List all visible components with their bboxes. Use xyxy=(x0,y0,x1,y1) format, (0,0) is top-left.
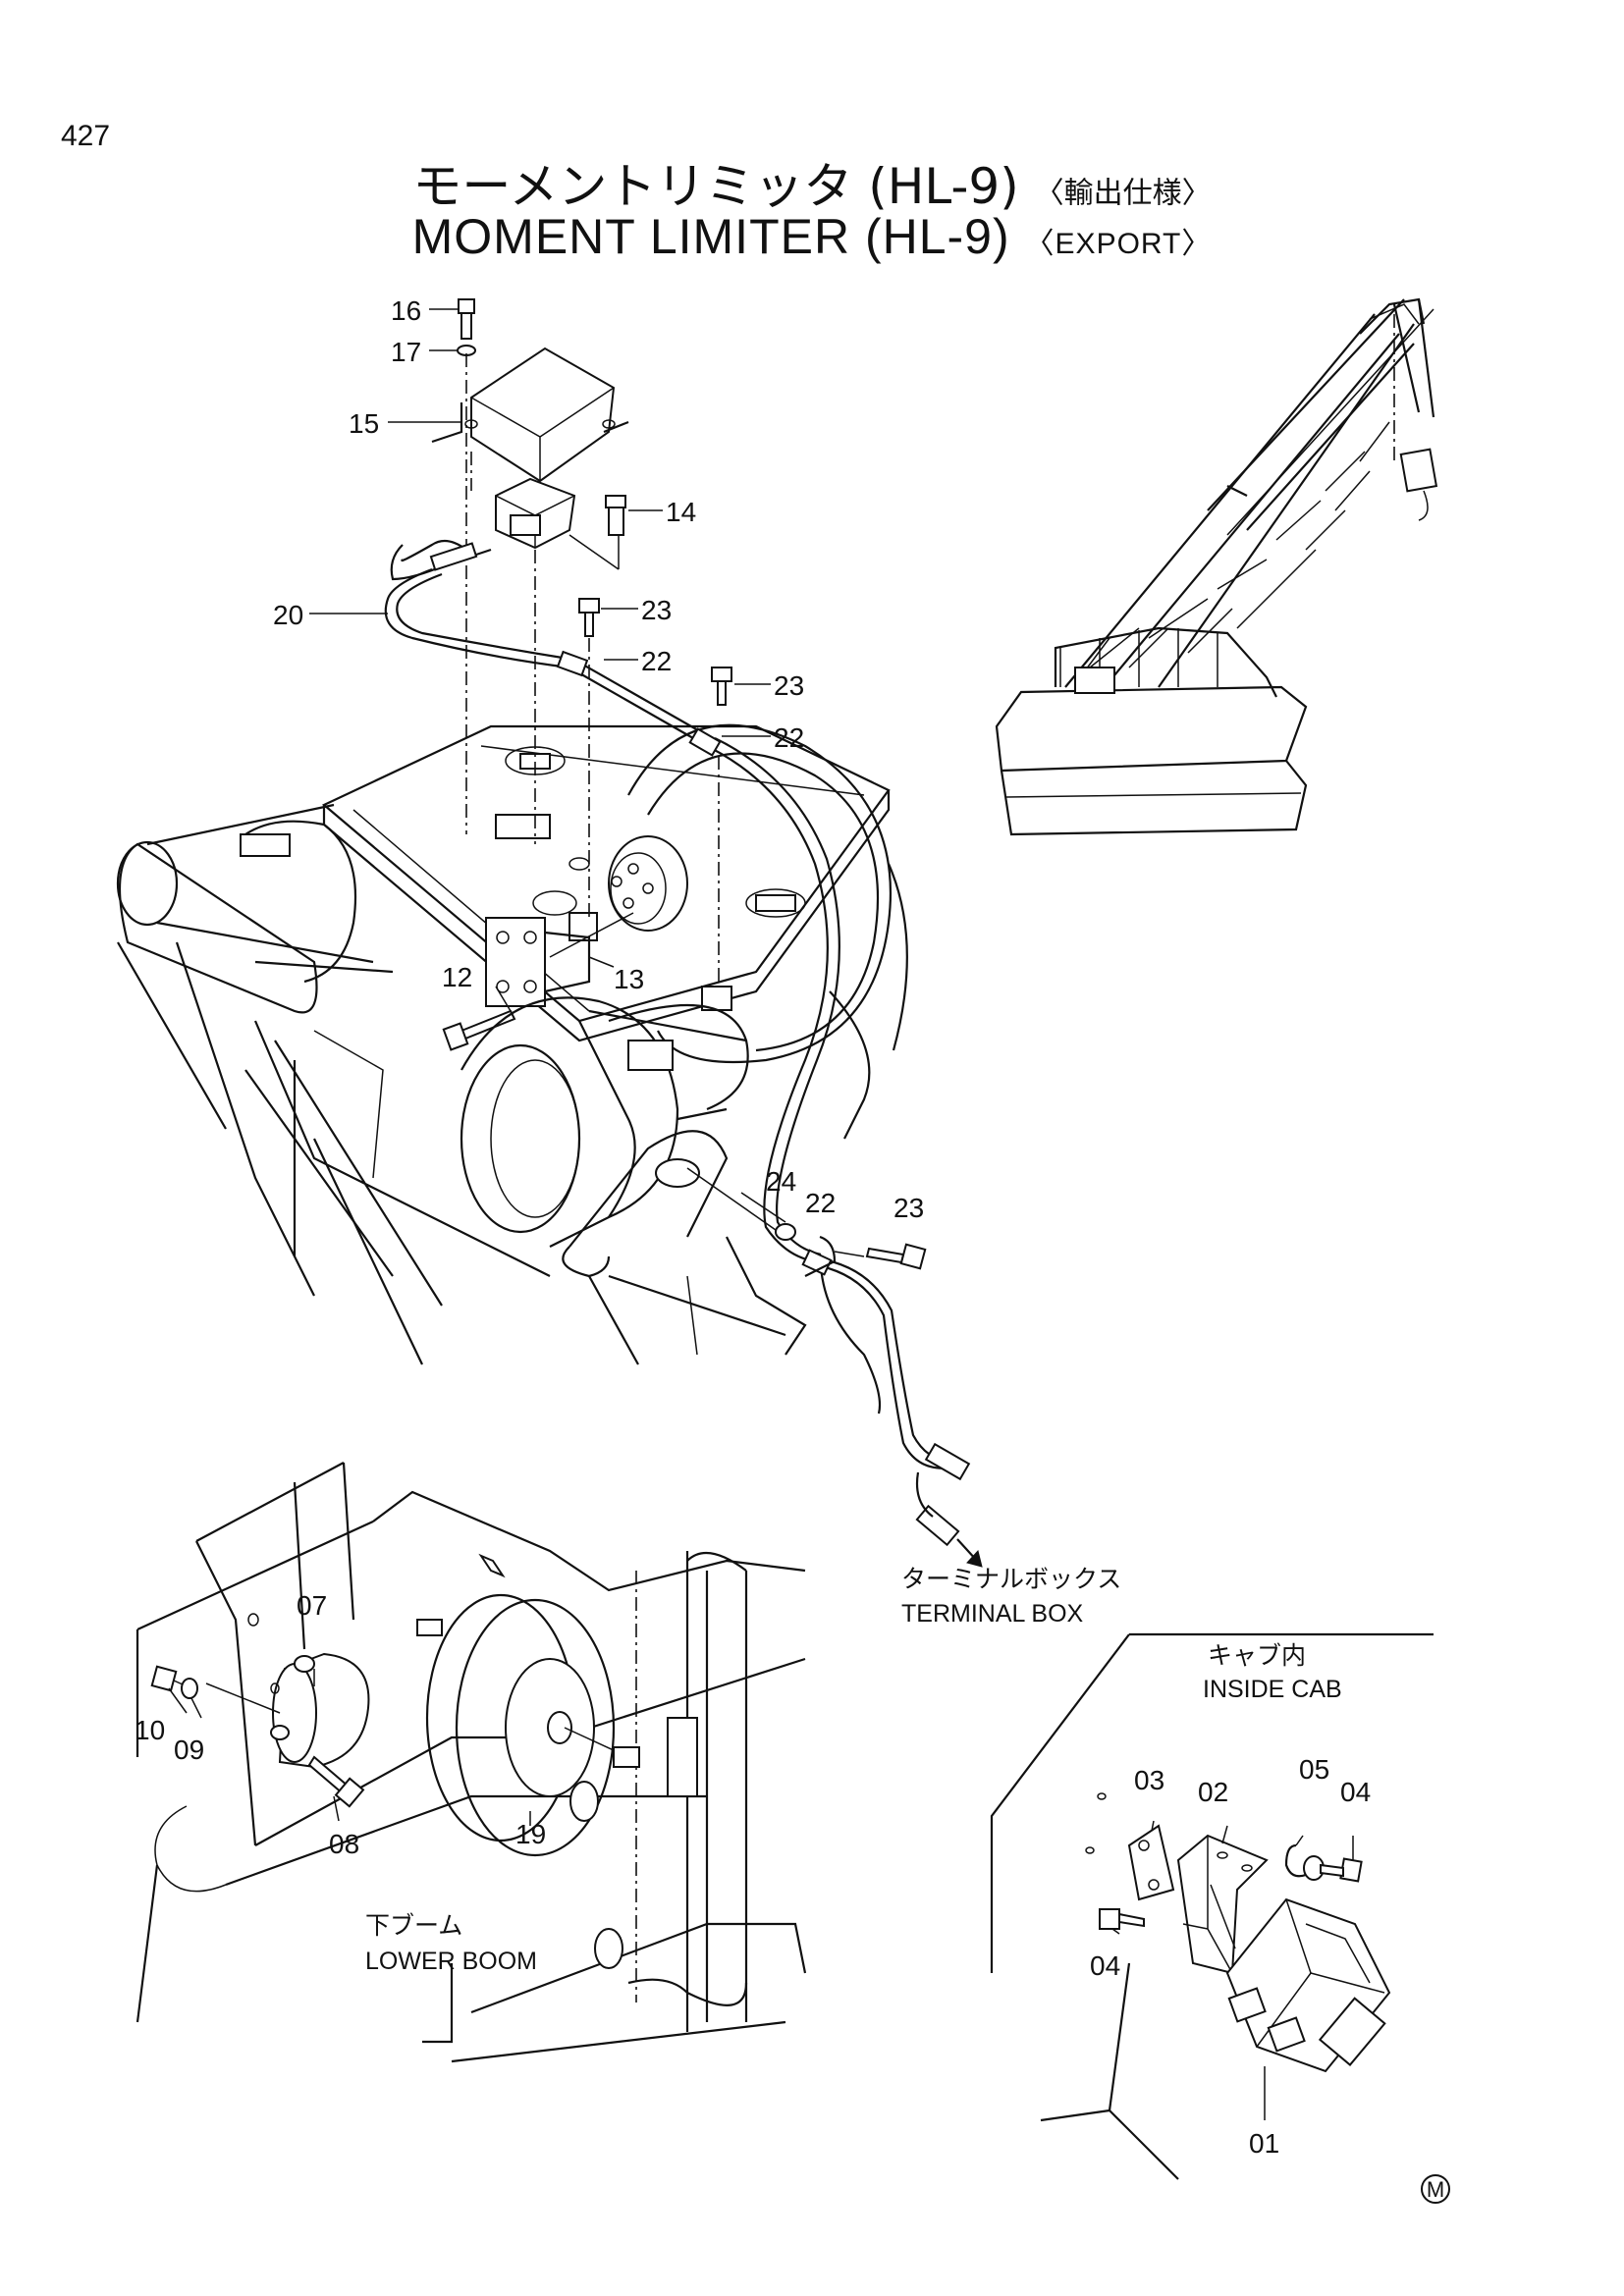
callout-23a: 23 xyxy=(641,595,672,625)
callout-01: 01 xyxy=(1249,2128,1279,2159)
cable-harness xyxy=(384,539,983,1568)
terminal-box-label-en: TERMINAL BOX xyxy=(901,1600,1084,1628)
circled-m-letter: M xyxy=(1427,2177,1444,2202)
callout-12: 12 xyxy=(442,962,472,992)
page-number: 427 xyxy=(61,120,111,152)
title-japanese: モーメントリミッタ (HL-9) 〈輸出仕様〉 xyxy=(0,147,1624,218)
callout-10: 10 xyxy=(135,1715,165,1745)
callout-19: 19 xyxy=(515,1819,546,1849)
callout-13: 13 xyxy=(614,964,644,994)
boom-foot-assembly-illustration xyxy=(116,723,908,1365)
callout-23c: 23 xyxy=(893,1193,924,1223)
crane-overview-illustration xyxy=(995,297,1438,836)
title-english: MOMENT LIMITER (HL-9) 〈EXPORT〉 xyxy=(0,208,1624,265)
lower-boom-label-en: LOWER BOOM xyxy=(365,1948,537,1975)
inside-cab-label-en: INSIDE CAB xyxy=(1203,1676,1342,1703)
terminal-box-label-ja: ターミナルボックス xyxy=(901,1565,1121,1593)
title-japanese-tag: 〈輸出仕様〉 xyxy=(1034,176,1212,211)
inside-cab-label-ja: キャブ内 xyxy=(1208,1641,1306,1670)
inside-cab-detail-illustration xyxy=(990,1632,1434,2180)
callout-24: 24 xyxy=(766,1166,796,1197)
callout-09: 09 xyxy=(174,1735,204,1765)
title-english-tag: 〈EXPORT〉 xyxy=(1024,227,1213,260)
callout-07: 07 xyxy=(297,1590,327,1621)
callout-22a: 22 xyxy=(641,646,672,676)
callout-05: 05 xyxy=(1299,1754,1329,1785)
location-notes: ターミナルボックス TERMINAL BOX キャブ内 INSIDE CAB 下… xyxy=(365,1565,1342,1975)
callout-16: 16 xyxy=(391,295,421,326)
part-callouts: 16 17 15 14 20 23 22 23 22 12 13 24 22 2… xyxy=(135,295,1371,2159)
lower-boom-label-ja: 下ブーム xyxy=(365,1911,462,1940)
callout-03: 03 xyxy=(1134,1765,1164,1795)
callout-04a: 04 xyxy=(1340,1777,1371,1807)
circled-m-mark: M xyxy=(1421,2174,1450,2204)
callout-17: 17 xyxy=(391,337,421,367)
leader-lines xyxy=(168,308,1354,2120)
callout-20: 20 xyxy=(273,600,303,630)
cover-and-sensor-parts xyxy=(431,298,720,987)
callout-04b: 04 xyxy=(1090,1950,1120,1981)
callout-23b: 23 xyxy=(774,670,804,701)
title-english-text: MOMENT LIMITER (HL-9) xyxy=(411,209,1010,264)
title-japanese-text: モーメントリミッタ (HL-9) xyxy=(412,158,1019,215)
callout-14: 14 xyxy=(666,497,696,527)
lower-boom-detail-illustration xyxy=(135,1462,807,2063)
callout-22b: 22 xyxy=(774,722,804,753)
callout-15: 15 xyxy=(349,408,379,439)
callout-22c: 22 xyxy=(805,1188,836,1218)
callout-08: 08 xyxy=(329,1829,359,1859)
callout-02: 02 xyxy=(1198,1777,1228,1807)
